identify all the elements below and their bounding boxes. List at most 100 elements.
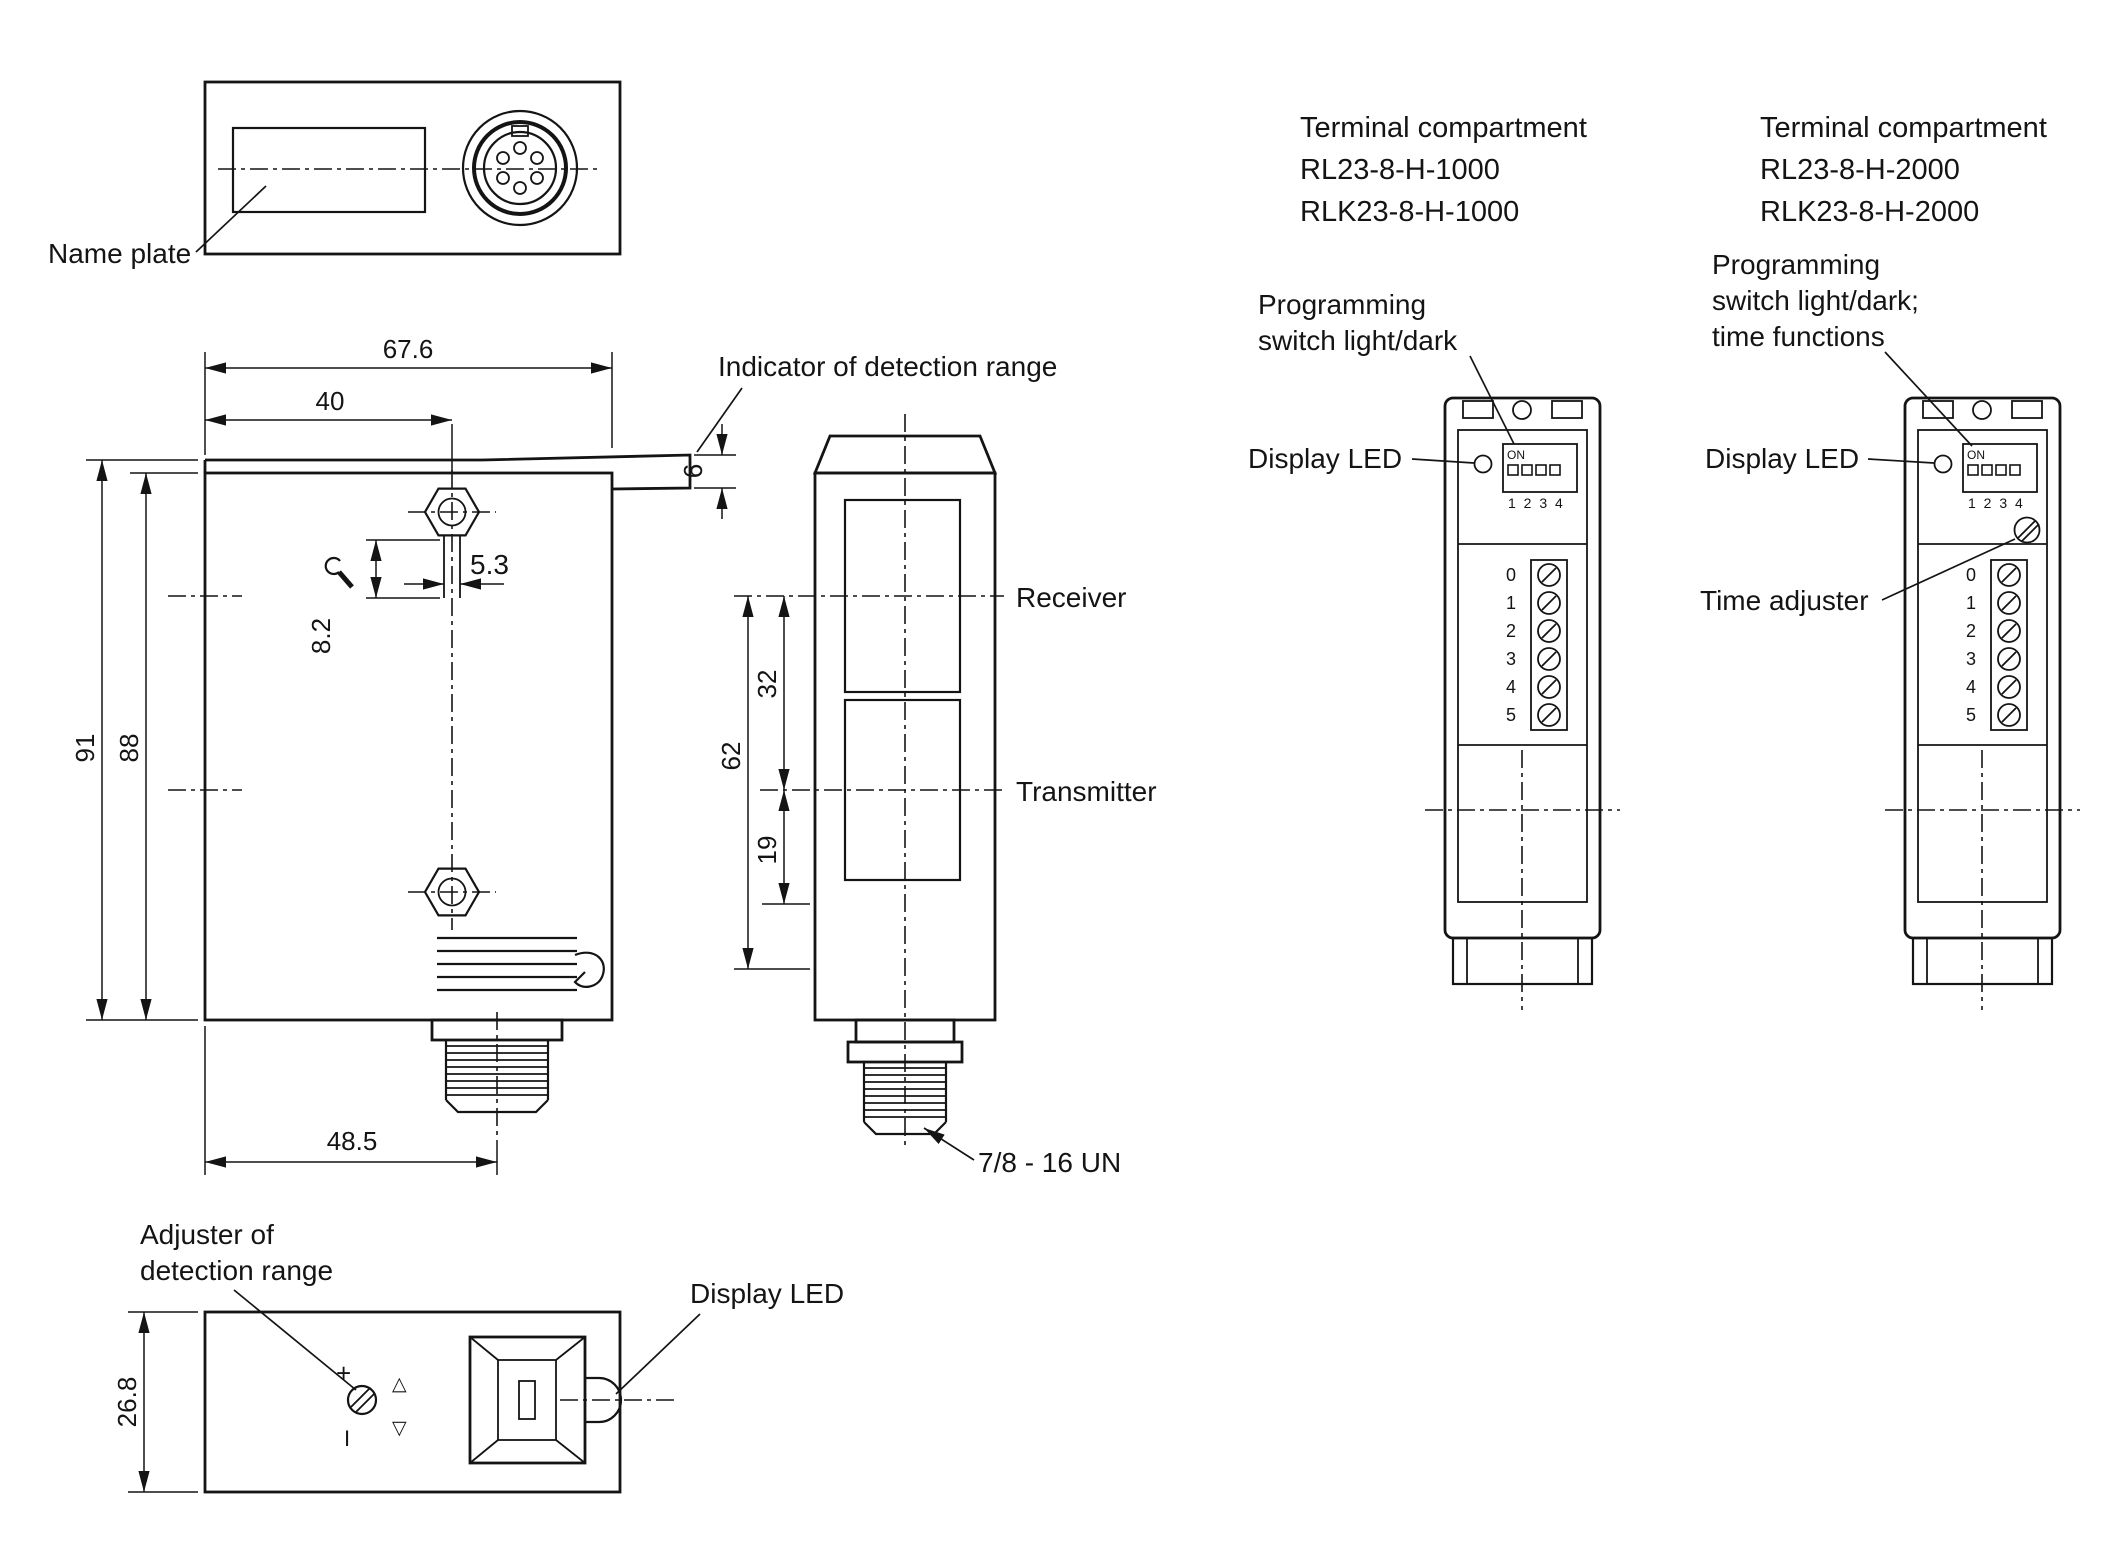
display-led-leader-bottom	[615, 1313, 701, 1395]
terminal-left-model-2: RLK23-8-H-1000	[1300, 196, 1519, 228]
dim-32: 32	[752, 670, 782, 699]
device-bottom-cap	[1911, 936, 2054, 986]
svg-text:1: 1	[1506, 593, 1516, 613]
terminal-device-left: ON 1 2 3 4 0 1 2 3 4 5	[1425, 396, 1620, 1010]
svg-text:5: 5	[1966, 705, 1976, 725]
name-plate-label: Name plate	[48, 238, 191, 269]
dim-6: 6	[678, 464, 708, 478]
led-lens-protrusion	[585, 1376, 623, 1424]
svg-text:3: 3	[1506, 649, 1516, 669]
bottom-view-body	[203, 1310, 622, 1494]
terminal-left-display-led: Display LED	[1248, 443, 1402, 474]
dim-connector-offset: 48.5	[204, 1026, 498, 1175]
indicator-leader	[696, 387, 743, 453]
bar-symbol: I	[344, 1426, 350, 1451]
clip-hook-icon	[573, 951, 605, 988]
display-led-indicator	[1933, 454, 1953, 474]
display-led-leader-left	[1411, 458, 1475, 464]
indicator-label: Indicator of detection range	[718, 351, 1057, 382]
side-view-body	[203, 471, 614, 1022]
terminal-screw-box	[1530, 559, 1568, 731]
led-slot	[518, 1380, 536, 1420]
dim-height-body: 88	[114, 472, 198, 1020]
svg-text:5: 5	[1506, 705, 1516, 725]
svg-text:2: 2	[1966, 621, 1976, 641]
terminal-device-right: ON 1 2 3 4 0 1 2 3 4 5	[1885, 396, 2080, 1010]
indicator-strip-side	[205, 453, 692, 491]
dim-26-8: 26.8	[112, 1377, 142, 1428]
connector-top	[461, 109, 579, 227]
adjuster-label-1: Adjuster of	[140, 1219, 274, 1250]
terminal-row-numbers: 0 1 2 3 4 5	[1966, 565, 1976, 725]
dim-transmitter-axis: 19	[752, 790, 810, 905]
dim-slot-depth: 8.2	[306, 539, 440, 654]
svg-text:0: 0	[1506, 565, 1516, 585]
dip-numbers: 1 2 3 4	[1968, 495, 2025, 511]
device-bottom-cap	[1451, 936, 1594, 986]
dim-48-5: 48.5	[327, 1126, 378, 1156]
dim-40: 40	[316, 386, 345, 416]
dim-bottom-height: 26.8	[112, 1311, 198, 1493]
dip-on-label: ON	[1967, 448, 1985, 462]
dim-height-total: 91	[70, 459, 198, 1021]
front-view: 62 32 19 Indicator of detection range Re…	[696, 351, 1157, 1178]
dim-axis-spacing: 32	[752, 596, 790, 790]
dim-indicator-height: 6	[678, 424, 736, 519]
dip-switch-block: ON 1 2 3 4	[1502, 443, 1578, 511]
terminal-left-programming-2: switch light/dark	[1258, 325, 1458, 356]
adjuster-label-2: detection range	[140, 1255, 333, 1286]
triangle-up-symbol: △	[392, 1374, 407, 1395]
svg-text:4: 4	[1506, 677, 1516, 697]
terminal-right-display-led: Display LED	[1705, 443, 1859, 474]
transmitter-label: Transmitter	[1016, 776, 1157, 807]
terminal-right-model-1: RL23-8-H-2000	[1760, 154, 1960, 186]
dip-switch-block: ON 1 2 3 4	[1962, 443, 2038, 511]
thread-lines-front	[864, 1067, 946, 1118]
connector-key-notch	[511, 125, 529, 137]
top-screw	[1512, 400, 1532, 420]
svg-text:2: 2	[1506, 621, 1516, 641]
range-adjuster-screw	[346, 1384, 378, 1416]
svg-text:3: 3	[1966, 649, 1976, 669]
dip-on-label: ON	[1507, 448, 1525, 462]
time-adjuster-screw	[2013, 516, 2041, 544]
triangle-down-symbol: ▽	[392, 1418, 407, 1439]
terminal-right-title: Terminal compartment	[1760, 112, 2047, 144]
top-view-body	[203, 80, 622, 256]
display-led-leader-right	[1867, 458, 1935, 464]
terminal-screws	[1997, 563, 2021, 727]
vent-slots	[437, 936, 577, 992]
connector-pins	[496, 141, 544, 195]
terminal-left-model-1: RL23-8-H-1000	[1300, 154, 1500, 186]
dim-91: 91	[70, 734, 100, 763]
terminal-left-title: Terminal compartment	[1300, 112, 1587, 144]
terminal-row-numbers: 0 1 2 3 4 5	[1506, 565, 1516, 725]
name-plate-leader	[195, 185, 267, 253]
svg-text:1: 1	[1966, 593, 1976, 613]
display-led-label-bottom: Display LED	[690, 1278, 844, 1309]
dim-67-6: 67.6	[383, 334, 434, 364]
terminal-right-model-2: RLK23-8-H-2000	[1760, 196, 1979, 228]
terminal-right-programming-2: switch light/dark;	[1712, 285, 1919, 316]
dip-numbers: 1 2 3 4	[1508, 495, 1565, 511]
dim-5-3: 5.3	[470, 549, 509, 580]
time-adjuster-label: Time adjuster	[1700, 585, 1869, 616]
wrench-icon	[324, 556, 354, 589]
dim-62: 62	[716, 742, 746, 771]
receiver-label: Receiver	[1016, 582, 1126, 613]
plus-symbol: +	[336, 1358, 351, 1388]
terminal-screw-box	[1990, 559, 2028, 731]
svg-text:0: 0	[1966, 565, 1976, 585]
display-led-indicator	[1473, 454, 1493, 474]
dim-19: 19	[752, 836, 782, 865]
terminal-right-titles: Terminal compartment RL23-8-H-2000 RLK23…	[1700, 112, 2047, 616]
dim-88: 88	[114, 734, 144, 763]
top-view: Name plate	[48, 80, 622, 269]
bottom-view: + △ ▽ I 26.8 Adjuster of detection range	[112, 1219, 844, 1494]
connector-side	[430, 1012, 564, 1135]
dim-overall-width: 67.6	[204, 334, 613, 455]
top-screw	[1972, 400, 1992, 420]
name-plate	[231, 126, 427, 214]
adjuster-leader	[233, 1289, 357, 1391]
